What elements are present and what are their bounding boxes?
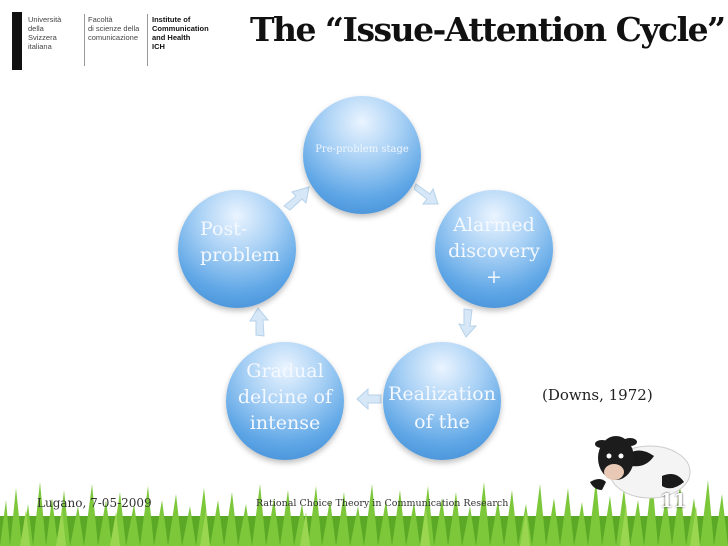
node-label: Post- problem [200,218,281,266]
arrow-alarm-to-real-icon [458,308,478,338]
page-number: 11 [660,490,687,512]
logo-university-text: Università della Svizzera italiana [28,15,62,51]
slide-title: The “Issue-Attention Cycle” [250,10,726,49]
logo-mark [12,12,22,70]
cow-illustration [590,436,691,499]
cycle-node-post-problem: Post- problem [178,190,296,308]
footer-course: Rational Choice Theory in Communication … [256,498,509,509]
logo-faculty-text: Facoltà di scienze della comunicazione [88,15,140,42]
cycle-node-realization: Realization of the [383,342,501,460]
node-label: Pre-problem stage [315,144,409,155]
cycle-node-gradual-decline: Gradual delcine of intense [226,342,344,460]
institution-logo: Università della Svizzera italiana Facol… [12,12,209,70]
grass-decoration [0,478,728,546]
cycle-node-pre-problem: Pre-problem stage [303,96,421,214]
arrow-grad-to-post-icon [249,307,270,337]
cycle-node-alarmed-discovery: Alarmed discovery + [435,190,553,308]
node-label: Gradual delcine of intense [237,360,333,434]
footer-date: Lugano, 7-05-2009 [37,496,152,510]
node-label: Alarmed discovery + [448,214,540,288]
logo-divider [84,14,85,66]
arrow-post-to-pre-icon [283,186,310,211]
arrow-pre-to-alarm-icon [414,183,439,205]
citation: (Downs, 1972) [542,386,653,404]
logo-divider [147,14,148,66]
node-label: Realization of the [388,383,496,433]
arrow-real-to-grad-icon [356,388,382,410]
logo-institute-text: Institute of Communication and Health IC… [152,15,209,51]
